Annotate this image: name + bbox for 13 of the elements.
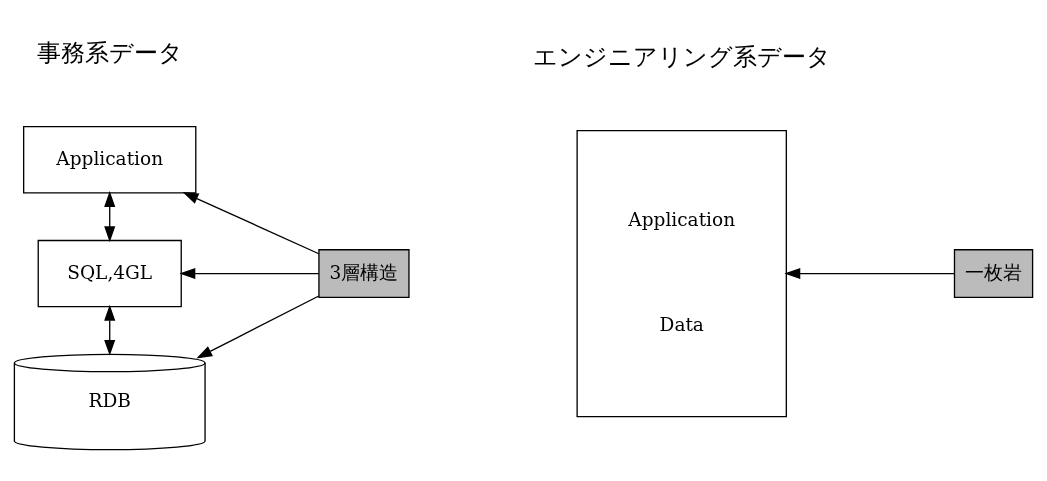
node-box: Application Data xyxy=(576,129,787,418)
arrow xyxy=(784,268,955,280)
label: エンジニアリング系データ xyxy=(532,42,831,71)
node-box: Application xyxy=(23,125,197,194)
label: 事務系データ xyxy=(36,38,183,67)
arrow xyxy=(104,191,116,243)
node-box: SQL,4GL xyxy=(37,239,182,308)
arrow xyxy=(196,295,320,359)
arrow xyxy=(182,192,320,255)
arrow xyxy=(104,304,116,356)
arrow xyxy=(179,268,320,280)
node-box: 一枚岩 xyxy=(953,249,1034,299)
node-box: 3層構造 xyxy=(318,249,410,299)
